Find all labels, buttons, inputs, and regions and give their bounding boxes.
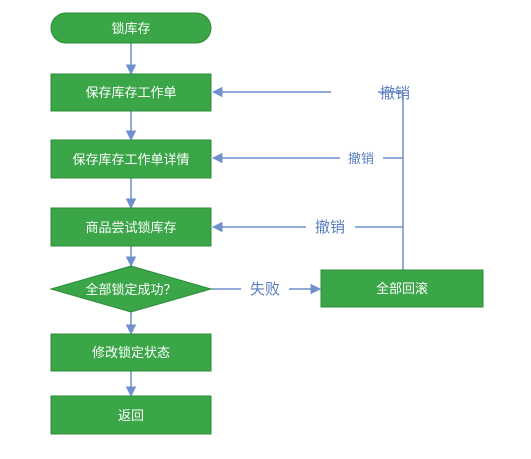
node-start-label: 锁库存 <box>111 21 150 37</box>
node-return-shape <box>50 395 212 435</box>
node-save-detail-shape <box>50 139 212 179</box>
edge-label-fail: 失败 <box>250 280 280 298</box>
edge-label-undo-2: 撤销 <box>348 151 374 167</box>
node-decision-label: 全部锁定成功？ <box>85 282 176 298</box>
connectors <box>125 43 404 398</box>
node-update-status-shape <box>50 333 212 372</box>
node-start-shape <box>50 12 212 44</box>
node-return-label: 返回 <box>118 409 144 424</box>
edge-label-undo-3: 撤销 <box>315 218 345 236</box>
node-update-status-label: 修改锁定状态 <box>92 345 170 361</box>
node-rollback-label: 全部回滚 <box>376 281 428 297</box>
node-try-lock-label: 商品尝试锁库存 <box>85 220 176 236</box>
node-save-order-label: 保存库存工作单 <box>85 85 176 101</box>
edge-label-undo-1: 撤销 <box>380 84 410 102</box>
node-rollback-shape <box>320 269 484 308</box>
node-try-lock-shape <box>50 207 212 247</box>
node-save-detail-label: 保存库存工作单详情 <box>72 152 189 168</box>
node-decision-shape <box>49 265 213 313</box>
node-save-order-shape <box>50 73 212 112</box>
